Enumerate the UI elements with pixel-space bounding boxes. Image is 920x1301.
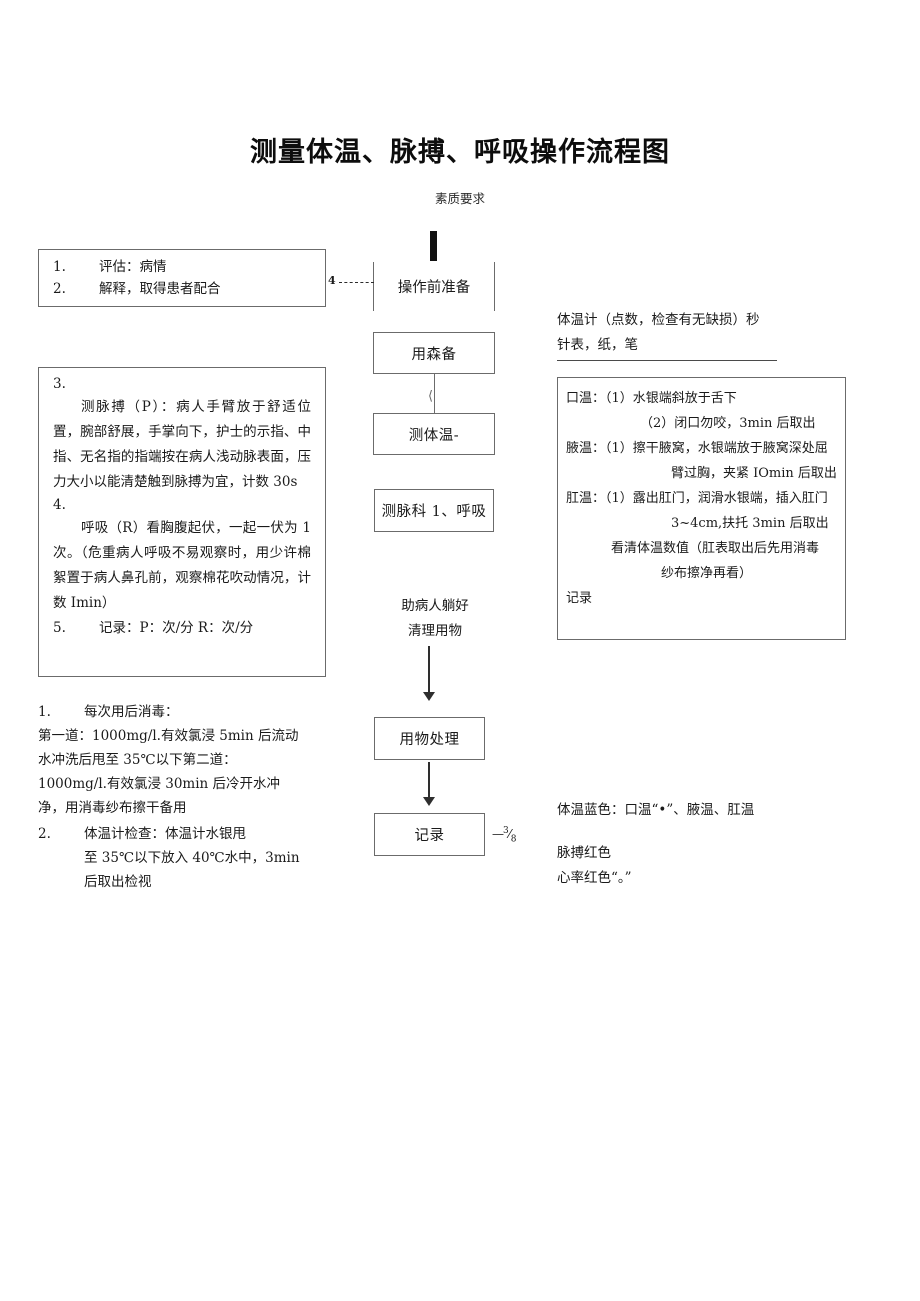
disinfection-heading-text: 每次用后消毒：	[84, 704, 179, 720]
flow-arrow-2-head	[423, 797, 435, 806]
assessment-item-1-text: 评估：病情	[99, 259, 167, 275]
flow-node-preparation-label: 操作前准备	[397, 280, 471, 296]
legend-temperature: 体温蓝色：口温“•”、腋温、肛温	[557, 802, 755, 818]
thermometer-check-block: 2. 体温计检查：体温计水银甩 至 35℃以下放入 40℃水中，3min 后取出检…	[38, 822, 338, 894]
method-line-oral-1: 口温：（1）水银端斜放于舌下	[566, 391, 737, 406]
page-number-dash: —	[492, 827, 504, 841]
flow-node-record: 记录	[374, 813, 485, 856]
flow-start-marker	[430, 231, 437, 261]
assessment-item-2-text: 解释，取得患者配合	[99, 281, 221, 297]
method-line-oral-2: （2）闭口勿咬，3min 后取出	[640, 416, 816, 431]
flow-node-measure-temperature-label: 测体温-	[408, 427, 460, 444]
method-line-rectal-1: 肛温：（1）露出肛门，润滑水银端，插入肛门	[566, 491, 828, 506]
flow-node-supplies-ready: 用森备	[373, 332, 495, 374]
flow-text-settle-patient-line-1: 助病人躺好	[401, 598, 469, 614]
flow-text-settle-patient: 助病人躺好 清理用物	[360, 594, 510, 644]
assessment-item-2-index: 2.	[53, 281, 66, 297]
flow-text-settle-patient-line-2: 清理用物	[408, 623, 462, 639]
page-title: 测量体温、脉搏、呼吸操作流程图	[250, 137, 670, 168]
assessment-item-1: 1. 评估：病情	[39, 256, 325, 278]
thermometer-check-heading: 2. 体温计检查：体温计水银甩	[38, 822, 338, 846]
assessment-item-1-index: 1.	[53, 259, 66, 275]
supplies-line-1: 体温计（点数，检查有无缺损）秒	[557, 312, 760, 328]
flow-node-measure-pulse-respiration-label: 测脉科 1、呼吸	[381, 504, 487, 520]
flow-arrow-2-line	[428, 762, 430, 799]
legend-spacer	[557, 823, 867, 841]
dashed-connector: 4	[328, 274, 374, 289]
disinfection-line-1: 第一道：1000mg/l.有效氯浸 5min 后流动	[38, 728, 299, 744]
thermometer-check-line-1: 至 35℃以下放入 40℃水中，3min	[84, 850, 300, 866]
disinfection-line-2: 水冲洗后甩至 35℃以下第二道：	[38, 752, 237, 768]
charting-legend-block: 体温蓝色：口温“•”、腋温、肛温 脉搏红色 心率红色“。”	[557, 798, 867, 891]
legend-pulse: 脉搏红色	[557, 845, 611, 861]
pulse-item-5-text: 记录：P：次/分 R：次/分	[99, 620, 254, 636]
page-number-numerator: 3	[503, 826, 509, 836]
disinfection-index: 1.	[38, 704, 51, 720]
disinfection-line-4: 净，用消毒纱布擦干备用	[38, 800, 187, 816]
assessment-box: 1. 评估：病情 2. 解释，取得患者配合	[38, 249, 326, 307]
legend-heart-rate: 心率红色“。”	[557, 870, 632, 886]
pulse-item-4-text: 呼吸（R）看胸腹起伏，一起一伏为 1 次。（危重病人呼吸不易观察时，用少许棉絮置…	[53, 520, 311, 611]
method-line-rectal-2: 3~4cm,扶托 3min 后取出	[671, 516, 829, 531]
method-line-axillary-1: 腋温：（1）擦干腋窝，水银端放于腋窝深处屈	[566, 441, 828, 456]
pulse-item-5-index: 5.	[53, 620, 66, 636]
flow-node-dispose-supplies-label: 用物处理	[399, 732, 460, 748]
supplies-underline	[557, 360, 777, 361]
disinfection-line-3: 1000mg/l.有效氯浸 30min 后冷开水冲	[38, 776, 281, 792]
pulse-item-3-index: 3.	[53, 376, 66, 392]
pulse-item-5: 5. 记录：P：次/分 R：次/分	[53, 616, 311, 640]
flow-connector-line-1	[434, 374, 435, 413]
assessment-item-2: 2. 解释，取得患者配合	[39, 278, 325, 300]
page-number-denominator: 8	[510, 834, 517, 845]
flow-node-record-label: 记录	[414, 828, 445, 844]
flow-node-measure-temperature: 测体温-	[373, 413, 495, 455]
thermometer-check-heading-text: 体温计检查：体温计水银甩	[84, 826, 246, 842]
disinfection-heading: 1. 每次用后消毒：	[38, 700, 338, 724]
method-line-read-value-1: 看清体温数值（肛表取出后先用消毒	[611, 541, 820, 556]
supplies-block: 体温计（点数，检查有无缺损）秒 针表，纸，笔	[557, 308, 857, 361]
flow-node-preparation: 操作前准备	[373, 262, 495, 311]
dashed-connector-line	[339, 282, 374, 283]
chevron-left-icon: ⟨	[428, 389, 434, 404]
thermometer-check-index: 2.	[38, 826, 51, 842]
flow-node-dispose-supplies: 用物处理	[374, 717, 485, 760]
flow-node-measure-pulse-respiration: 测脉科 1、呼吸	[374, 489, 494, 532]
measurement-methods-box: 口温：（1）水银端斜放于舌下 （2）闭口勿咬，3min 后取出 腋温：（1）擦干…	[557, 377, 846, 640]
dashed-connector-label: 4	[328, 274, 336, 287]
pulse-item-3-text: 测脉搏（P）：病人手臂放于舒适位置，腕部舒展，手掌向下，护士的示指、中指、无名指…	[53, 399, 311, 490]
method-line-record: 记录	[566, 591, 593, 606]
method-line-axillary-2: 臂过胸，夹紧 IOmin 后取出	[671, 466, 837, 481]
disinfection-block: 1. 每次用后消毒： 第一道：1000mg/l.有效氯浸 5min 后流动 水冲洗…	[38, 700, 338, 820]
flow-node-supplies-ready-label: 用森备	[411, 346, 457, 363]
flow-arrow-1-line	[428, 646, 430, 694]
supplies-line-2: 针表，纸，笔	[557, 337, 638, 353]
page-number-mark: —3⁄8	[492, 826, 517, 845]
thermometer-check-line-2: 后取出检视	[84, 874, 152, 890]
flow-arrow-1-head	[423, 692, 435, 701]
pulse-item-4-index: 4.	[53, 497, 66, 513]
pulse-respiration-box: 3. 测脉搏（P）：病人手臂放于舒适位置，腕部舒展，手掌向下，护士的示指、中指、…	[38, 367, 326, 677]
page-subtitle: 素质要求	[434, 191, 485, 206]
method-line-read-value-2: 纱布擦净再看）	[661, 566, 753, 581]
